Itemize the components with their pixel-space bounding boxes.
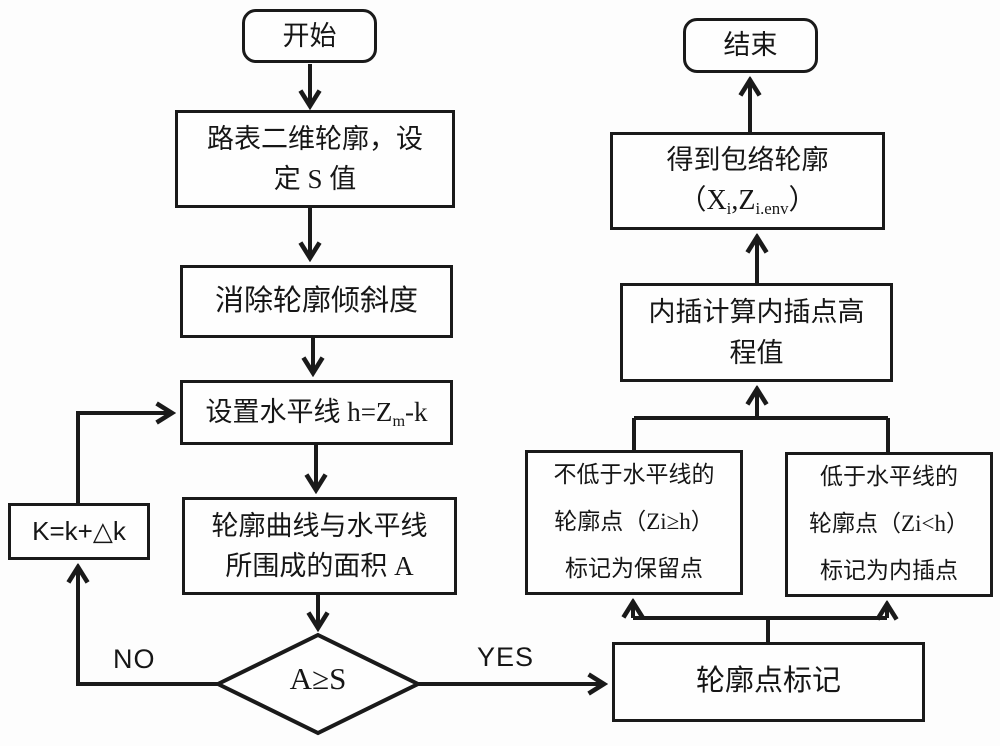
- edge-label-no: NO: [113, 644, 156, 674]
- node-road-profile: 路表二维轮廓，设 定 S 值: [175, 110, 455, 208]
- node-interp-points: 低于水平线的 轮廓点（Zi<h） 标记为内插点: [785, 452, 993, 597]
- node-mark-points-label: 轮廓点标记: [695, 665, 841, 698]
- node-decision-label: A≥S: [289, 661, 347, 696]
- node-interp-calc-line2: 程值: [729, 337, 784, 368]
- edge-label-yes: YES: [477, 642, 535, 672]
- node-k-update: K=k+△k: [8, 503, 150, 560]
- envelope-l2p2: ,Z: [731, 185, 756, 217]
- node-mark-points: 轮廓点标记: [612, 642, 925, 722]
- node-keep-points-line3: 标记为保留点: [565, 555, 703, 581]
- node-keep-points-line2: 轮廓点（Zi≥h）: [554, 509, 714, 535]
- node-envelope-line2: （Xi,Zi.env）: [678, 180, 816, 222]
- node-remove-tilt-label: 消除轮廓倾斜度: [214, 284, 418, 317]
- set-hline-pre: 设置水平线 h=Z: [205, 397, 393, 428]
- node-envelope: 得到包络轮廓 （Xi,Zi.env）: [610, 132, 885, 230]
- node-keep-points-line1: 不低于水平线的: [553, 462, 715, 488]
- node-remove-tilt: 消除轮廓倾斜度: [180, 265, 453, 338]
- edges: [78, 64, 888, 684]
- node-end-label: 结束: [723, 30, 778, 61]
- node-road-profile-line1: 路表二维轮廓，设: [207, 123, 423, 154]
- node-keep-points: 不低于水平线的 轮廓点（Zi≥h） 标记为保留点: [525, 450, 743, 595]
- node-area: 轮廓曲线与水平线 所围成的面积 A: [182, 497, 457, 595]
- node-envelope-line1: 得到包络轮廓: [666, 144, 829, 175]
- node-set-horizontal-line: 设置水平线 h=Zm-k: [180, 380, 453, 445]
- node-interp-points-line2: 轮廓点（Zi<h）: [809, 511, 969, 537]
- node-start: 开始: [242, 9, 377, 63]
- envelope-l2s1: i: [726, 198, 732, 218]
- node-road-profile-line2: 定 S 值: [273, 164, 357, 194]
- node-interp-calc: 内插计算内插点高 程值: [620, 283, 893, 382]
- node-interp-points-line3: 标记为内插点: [820, 557, 958, 583]
- node-end: 结束: [683, 18, 818, 73]
- envelope-l2s2: i.env: [755, 198, 789, 218]
- set-hline-post: -k: [405, 397, 428, 428]
- envelope-l2p1: （X: [678, 185, 727, 217]
- node-interp-points-line1: 低于水平线的: [820, 464, 958, 490]
- node-interp-calc-line1: 内插计算内插点高: [648, 297, 865, 327]
- set-hline-sub: m: [392, 411, 406, 430]
- node-set-horizontal-line-label: 设置水平线 h=Zm-k: [205, 392, 427, 433]
- envelope-l2p3: ）: [788, 185, 817, 217]
- node-area-line2: 所围成的面积 A: [225, 551, 414, 581]
- node-area-line1: 轮廓曲线与水平线: [211, 510, 428, 541]
- node-start-label: 开始: [282, 20, 337, 51]
- decision-diamond-shape: [213, 632, 423, 736]
- node-k-update-label: K=k+△k: [32, 516, 126, 546]
